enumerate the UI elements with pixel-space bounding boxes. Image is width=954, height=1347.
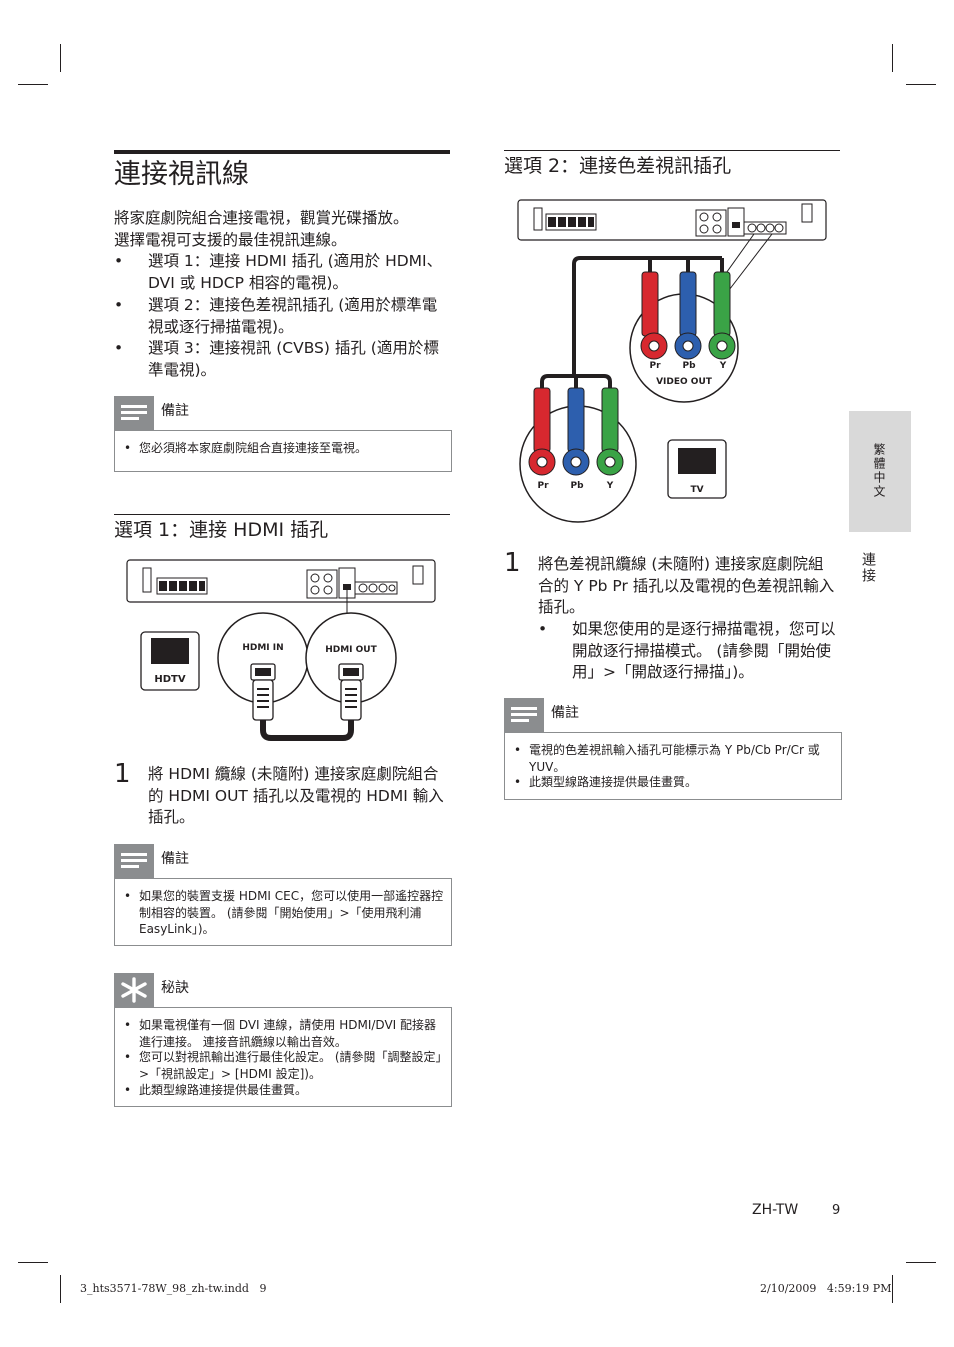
tip-icon	[114, 973, 154, 1007]
section-heading-hdmi: 選項 1：連接 HDMI 插孔	[114, 514, 450, 543]
diagram-label-pr: Pr	[649, 361, 661, 371]
crop-mark	[60, 44, 61, 72]
note-header: 備註	[114, 844, 450, 878]
note-header: 備註	[504, 698, 840, 732]
page-title: 連接視訊線	[114, 150, 450, 194]
footer-date: 2/10/2009 4:59:19 PM	[760, 1282, 892, 1295]
step-text: 將色差視訊纜線 (未隨附) 連接家庭劇院組合的 Y Pb Pr 插孔以及電視的色…	[538, 555, 835, 617]
note-box: •您必須將本家庭劇院組合直接連接至電視。	[114, 430, 452, 472]
note-box: •如果您的裝置支援 HDMI CEC，您可以使用一部遙控器控制相容的裝置。 (請…	[114, 878, 452, 946]
component-connection-diagram	[517, 199, 827, 523]
crop-mark	[18, 84, 48, 85]
note-icon	[504, 698, 544, 732]
crop-mark	[906, 84, 936, 85]
diagram-label-pr: Pr	[537, 481, 549, 491]
note-header: 備註	[114, 396, 450, 430]
side-language-tab: 繁體中文	[849, 411, 911, 532]
tip-box: •如果電視僅有一個 DVI 連線，請使用 HDMI/DVI 配接器進行連接。 連…	[114, 1007, 452, 1107]
diagram-label-hdmi-in: HDMI IN	[242, 643, 284, 653]
option-bullet: •選項 3：連接視訊 (CVBS) 插孔 (適用於標準電視)。	[114, 339, 439, 379]
note-icon	[114, 396, 154, 430]
diagram-label-hdtv: HDTV	[154, 674, 186, 685]
step-number: 1	[504, 548, 521, 578]
crop-mark	[18, 1262, 48, 1263]
diagram-label-hdmi-out: HDMI OUT	[325, 645, 377, 655]
page-number: 9	[832, 1203, 841, 1218]
diagram-label-tv: TV	[690, 485, 704, 495]
step-number: 1	[114, 759, 131, 789]
step-text: 將 HDMI 纜線 (未隨附) 連接家庭劇院組合的 HDMI OUT 插孔以及電…	[148, 765, 444, 827]
diagram-label-y: Y	[719, 361, 727, 371]
intro-text: 將家庭劇院組合連接電視，觀賞光碟播放。 選擇電視可支援的最佳視訊連線。	[114, 209, 409, 249]
crop-mark	[892, 1275, 893, 1303]
crop-mark	[892, 44, 893, 72]
diagram-label-pb: Pb	[682, 361, 696, 371]
note-icon	[114, 844, 154, 878]
option-bullet: •選項 1：連接 HDMI 插孔 (適用於 HDMI、DVI 或 HDCP 相容…	[114, 252, 443, 292]
sub-bullet: •如果您使用的是逐行掃描電視，您可以開啟逐行掃描模式。 (請參閱「開始使用」>「…	[538, 620, 836, 682]
diagram-label-y: Y	[606, 481, 614, 491]
diagram-label-video-out: VIDEO OUT	[656, 377, 712, 387]
hdmi-connection-diagram	[126, 559, 436, 741]
side-tab-label: 繁體中文	[872, 443, 886, 499]
option-bullet: •選項 2：連接色差視訊插孔 (適用於標準電視或逐行掃描電視)。	[114, 296, 438, 336]
footer-filename: 3_hts3571-78W_98_zh-tw.indd 9	[80, 1282, 267, 1295]
tip-header: 秘訣	[114, 973, 450, 1007]
diagram-label-pb: Pb	[570, 481, 584, 491]
side-section-word: 連接	[860, 552, 876, 584]
crop-mark	[906, 1262, 936, 1263]
crop-mark	[60, 1275, 61, 1303]
section-heading-component: 選項 2：連接色差視訊插孔	[504, 150, 840, 179]
footer-language: ZH-TW	[752, 1202, 799, 1218]
note-box: •電視的色差視訊輸入插孔可能標示為 Y Pb/Cb Pr/Cr 或 YUV。 •…	[504, 732, 842, 800]
